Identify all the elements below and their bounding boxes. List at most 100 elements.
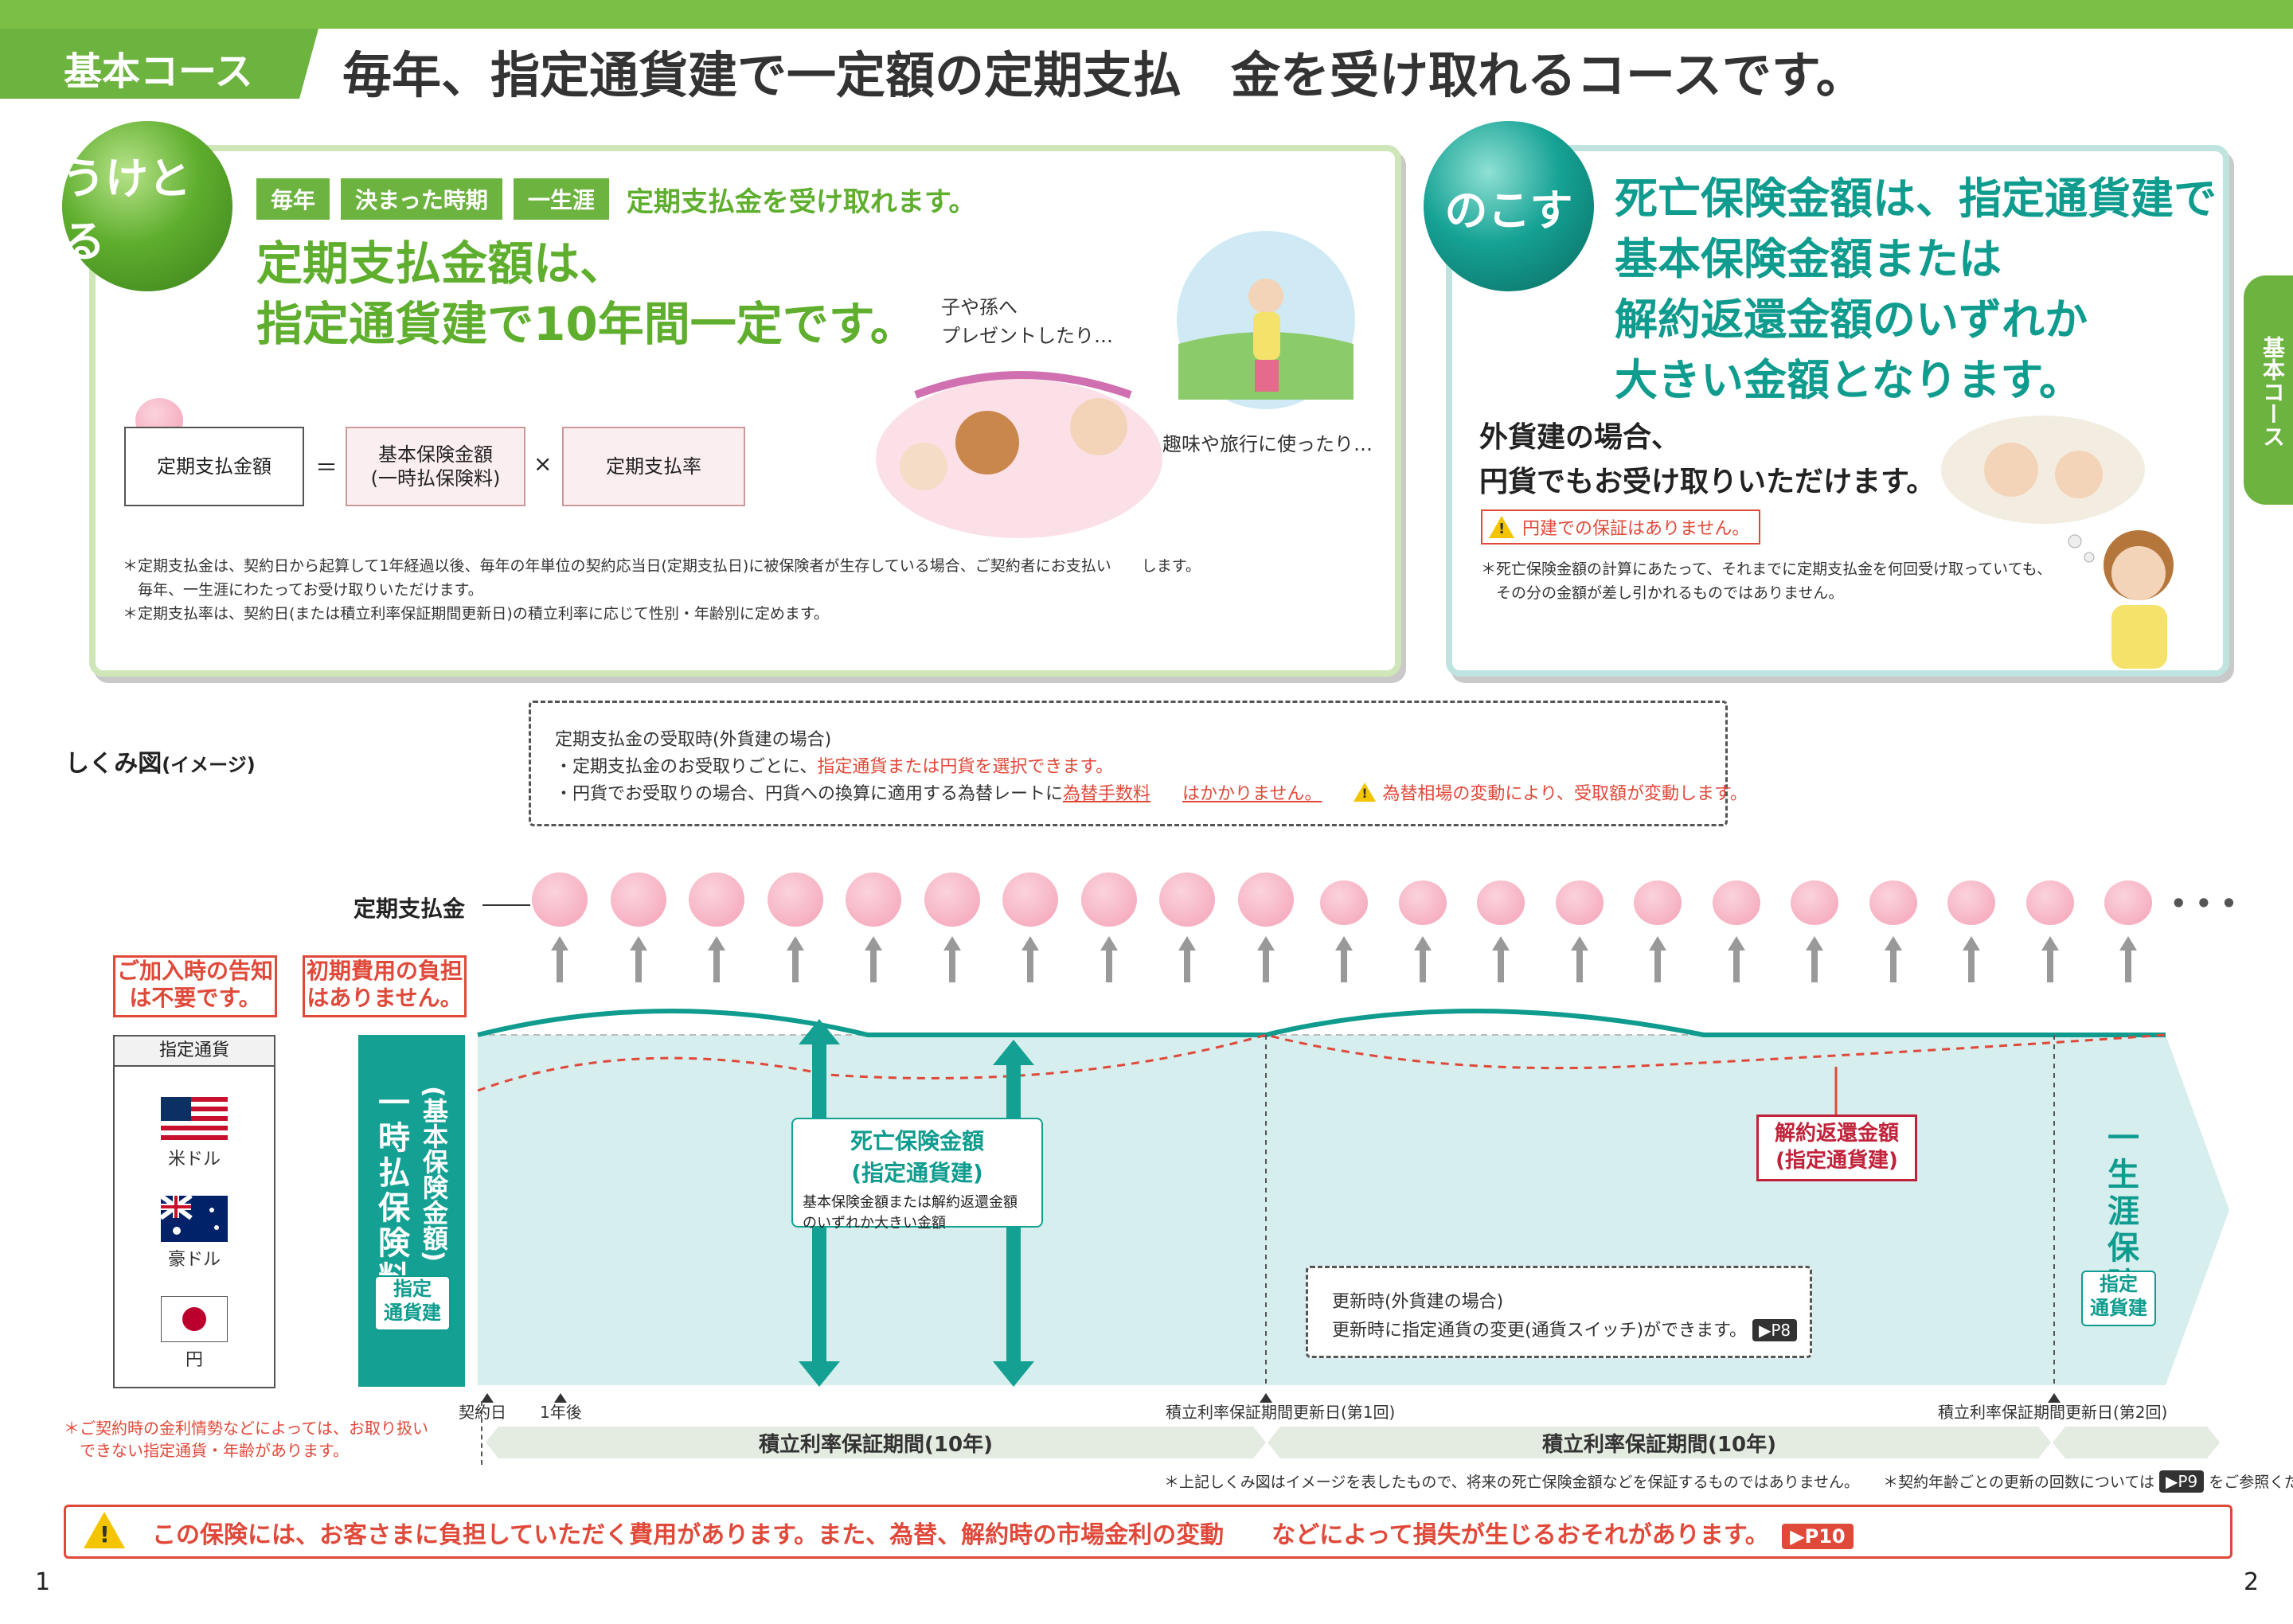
info-line2-none: はかかりません。 <box>1182 784 1322 804</box>
receive-note-2: 毎年、一生涯にわたってお受け取りいただけます。 <box>123 581 483 599</box>
leave-title-line1: 死亡保険金額は、指定通貨建で <box>1615 174 2217 224</box>
payment-arrow-head <box>1021 936 1039 951</box>
leave-note-1: ＊死亡保険金額の計算にあたって、それまでに定期支払金を何回受け取っていても、 <box>1481 560 2053 578</box>
payment-arrow-stem <box>1419 951 1426 982</box>
death-benefit-box: 死亡保険金額 (指定通貨建) 基本保険金額または解約返還金額 のいずれか大きい金… <box>791 1118 1043 1232</box>
surrender-value-box: 解約返還金額 (指定通貨建) <box>1756 1115 1917 1181</box>
disclaimer-left: ＊上記しくみ図はイメージを表したもので、将来の死亡保険金額などを保証するものでは… <box>1164 1474 1860 1491</box>
renewal1-label: 積立利率保証期間更新日(第1回) <box>1166 1403 1396 1422</box>
payment-arrow-head <box>1335 936 1353 951</box>
info-line2-fee: 為替手数料 <box>1063 784 1151 804</box>
payment-bag-icon <box>532 873 588 927</box>
death-arrow-2-head-down <box>993 1361 1034 1387</box>
payment-bag-icon <box>1080 873 1137 927</box>
payment-bag-icon <box>2025 880 2074 925</box>
payment-arrow-head <box>551 936 568 951</box>
payment-arrow-stem <box>870 951 877 982</box>
death-box-desc2: のいずれか大きい金額 <box>803 1215 946 1232</box>
info-line2-prefix: ・円貨でお受取りの場合、円貨への換算に適用する為替レートに <box>555 784 1064 804</box>
payment-arrow-stem <box>1968 951 1975 982</box>
leave-ball-label: のこす <box>1444 185 1573 236</box>
death-arrow-1-head-up <box>799 1019 840 1044</box>
death-box-title2: (指定通貨建) <box>851 1160 983 1186</box>
contract-day-marker <box>481 1393 494 1403</box>
chip-text: 定期支払金を受け取れます。 <box>626 185 976 218</box>
diagram-title: しくみ図(イメージ) <box>65 744 256 779</box>
disclaimer-page-link[interactable]: ▶P9 <box>2159 1470 2205 1493</box>
payment-arrow-stem <box>1889 951 1897 982</box>
payment-arrow-stem <box>948 951 955 982</box>
leave-title: 死亡保険金額は、指定通貨建で 基本保険金額または 解約返還金額のいずれか 大きい… <box>1615 169 2217 411</box>
payment-pointer <box>482 904 530 906</box>
family-illustration <box>876 371 1162 538</box>
currency-jpy: 円 <box>185 1350 203 1370</box>
payment-arrow-stem <box>1184 951 1190 982</box>
payment-bag-icon <box>1477 880 1525 925</box>
leave-title-line2: 基本保険金額または <box>1615 234 2002 284</box>
payment-arrow-stem <box>1341 951 1347 982</box>
payment-bag-icon <box>1237 873 1294 927</box>
currency-aud: 豪ドル <box>167 1250 221 1270</box>
illustration-caption-1: 子や孫へ プレゼントしたり… <box>941 293 1113 350</box>
payment-arrow-head <box>1884 936 1902 951</box>
disclaimer-right-prefix: ＊契約年齢ごとの更新の回数については <box>1883 1474 2154 1491</box>
payment-arrow-head <box>708 936 725 951</box>
no-initial-fee-callout: 初期費用の負担 はありません。 <box>303 955 467 1017</box>
payment-arrow-head <box>1413 936 1432 951</box>
risk-page-link[interactable]: ▶P10 <box>1782 1524 1854 1549</box>
payment-bag-icon <box>1869 880 1917 925</box>
info-warning-icon: ! <box>1354 783 1377 802</box>
payment-bag-icon <box>1555 880 1604 925</box>
currency-box: 指定通貨 米ドル 豪ドル 円 <box>113 1035 275 1388</box>
receive-note-3: ＊定期支払率は、契約日(または積立利率保証期間更新日)の積立利率に応じて性別・年… <box>123 605 829 623</box>
leave-panel <box>1446 145 2229 677</box>
mechanism-chart <box>477 1009 2229 1385</box>
leave-sub: 外貨建の場合、 円貨でもお受け取りいただけます。 <box>1479 416 1935 505</box>
payment-arrow-stem <box>1105 951 1112 982</box>
no-notice-callout: ご加入時の告知 は不要です。 <box>113 955 277 1017</box>
payment-bag-icon <box>689 873 744 927</box>
formula-times: × <box>533 451 553 477</box>
currency-note-line1: ＊ご契約時の金利情勢などによっては、お取り扱い <box>64 1419 428 1438</box>
payment-arrow-head <box>1570 936 1588 951</box>
payment-arrow-head <box>1100 936 1118 951</box>
death-box-title1: 死亡保険金額 <box>850 1128 984 1154</box>
payment-arrow-stem <box>1654 951 1661 982</box>
payment-bag-icon <box>767 873 823 927</box>
warning-icon: ! <box>1489 516 1514 538</box>
year1-label: 1年後 <box>540 1403 582 1422</box>
info-box-line2: ・円貨でお受取りの場合、円貨への換算に適用する為替レートに 為替手数料 はかかり… <box>555 779 1748 805</box>
renewal-page-link[interactable]: ▶P8 <box>1752 1319 1798 1341</box>
course-tab-label: 基本コース <box>64 49 253 94</box>
no-fee-line1: 初期費用の負担 <box>306 958 463 984</box>
us-flag-icon <box>161 1097 228 1143</box>
leave-sub-line2: 円貨でもお受け取りいただけます。 <box>1479 466 1936 498</box>
golf-illustration <box>1177 231 1355 409</box>
lifetime-tag-line1: 指定 <box>2100 1273 2138 1295</box>
lifetime-tag: 指定 通貨建 <box>2081 1271 2156 1326</box>
payment-arrow-head <box>1649 936 1666 951</box>
guarantee-period-1: 積立利率保証期間(10年) <box>486 1427 1266 1458</box>
illus-caption1-line1: 子や孫へ <box>941 296 1018 318</box>
surrender-box-line2: (指定通貨建) <box>1775 1149 1898 1173</box>
lump-tag-line2: 通貨建 <box>384 1302 441 1324</box>
receive-title-line1: 定期支払金額は、 <box>256 236 627 291</box>
formula-basic-amount-line2: (一時払保険料) <box>370 467 501 490</box>
risk-warning-row: この保険には、お客さまに負担していただく費用があります。また、為替、解約時の市場… <box>152 1515 1854 1550</box>
guarantee-period-3 <box>2053 1427 2220 1458</box>
page-number-right: 2 <box>2244 1568 2260 1596</box>
header-top-bar <box>0 0 2293 29</box>
diagram-title-sub: (イメージ) <box>162 754 256 776</box>
yen-warning-text: 円建での保証はありません。 <box>1522 519 1750 539</box>
payment-bag-icon <box>1398 880 1447 925</box>
disclaimer-right-suffix: をご参照ください。 <box>2209 1474 2293 1491</box>
renewal-text: 更新時に指定通貨の変更(通貨スイッチ)ができます。 <box>1332 1321 1747 1341</box>
payment-bag-icon <box>2104 880 2152 925</box>
payment-arrow-head <box>629 936 647 951</box>
receive-notes: ＊定期支払金は、契約日から起算して1年経過以後、毎年の年単位の契約応当日(定期支… <box>123 554 1201 626</box>
risk-warning-text: この保険には、お客さまに負担していただく費用があります。また、為替、解約時の市場… <box>152 1521 1769 1549</box>
payment-arrow-stem <box>1811 951 1818 982</box>
leave-notes: ＊死亡保険金額の計算にあたって、それまでに定期支払金を何回受け取っていても、 そ… <box>1481 557 2052 605</box>
side-tab[interactable]: 基本コース <box>2244 275 2293 505</box>
payment-arrow-head <box>1256 936 1275 951</box>
